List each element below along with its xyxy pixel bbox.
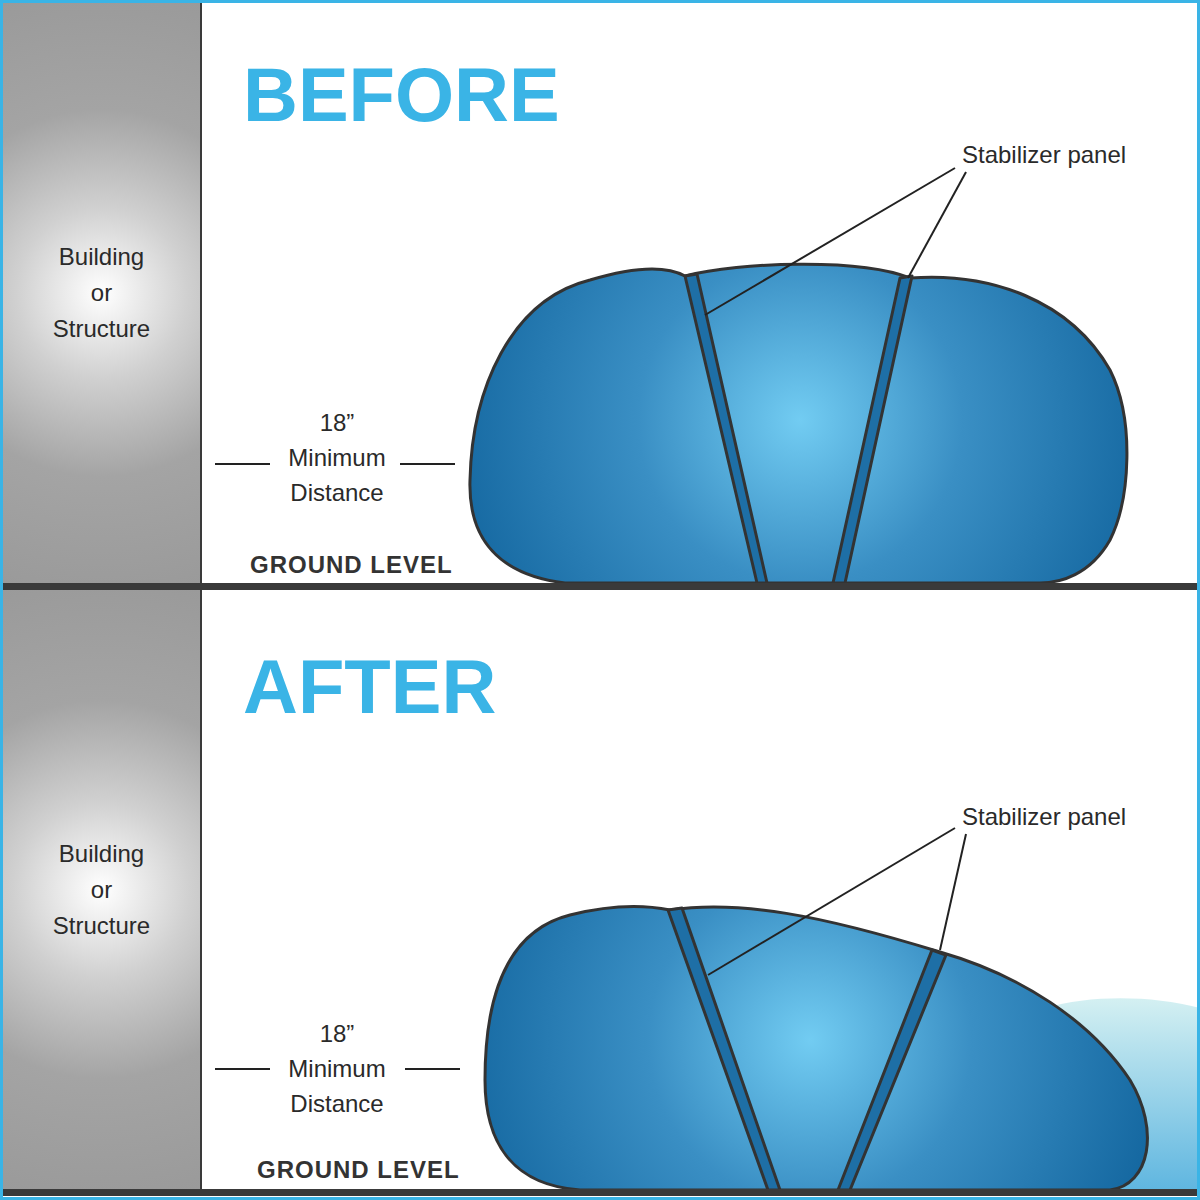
panel-heading: AFTER [243,642,496,732]
stabilizer-strip [833,276,912,583]
dimension-label: 18” Minimum Distance [282,405,392,510]
ground-label: GROUND LEVEL [250,550,453,580]
inflatable-bag [485,907,1147,1190]
callout-label: Stabilizer panel [962,802,1126,832]
leader-line [940,834,966,950]
structure-label: Building or Structure [47,239,157,347]
dimension-label: 18” Minimum Distance [282,1016,392,1121]
structure-label: Building or Structure [47,836,157,944]
dimension-dash [215,463,270,465]
ground-line [0,1189,1200,1196]
dimension-dash [400,463,455,465]
panel-heading: BEFORE [243,50,560,140]
dimension-dash [405,1068,460,1070]
dimension-dash [215,1068,270,1070]
building-band: Building or Structure [3,3,202,583]
stabilizer-strip [668,908,780,1190]
ground-line [0,583,1200,590]
leader-line [908,172,966,278]
leader-line [705,168,955,315]
ground-label: GROUND LEVEL [257,1155,460,1185]
building-band: Building or Structure [3,590,202,1189]
stabilizer-strip [685,274,767,583]
leader-line [708,828,955,975]
inflatable-bag [470,264,1127,583]
stabilizer-strip [838,950,946,1190]
callout-label: Stabilizer panel [962,140,1126,170]
